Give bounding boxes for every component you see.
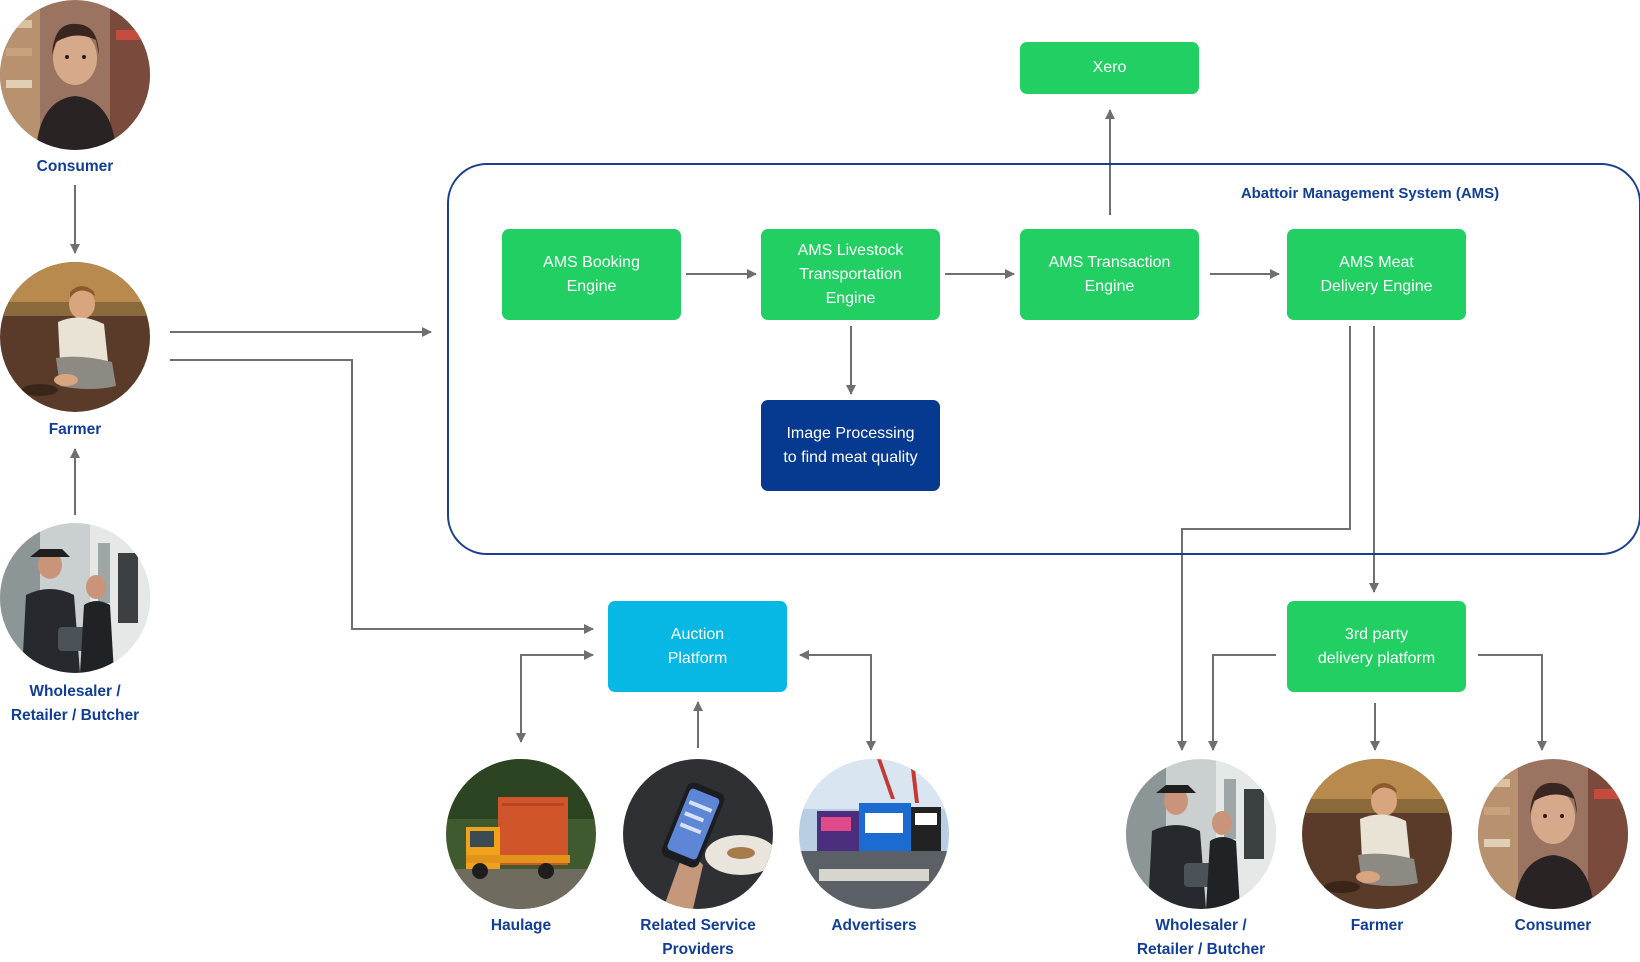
related-service-providers-label: Related Service Providers xyxy=(640,917,756,958)
consumer-left-label: Consumer xyxy=(36,158,114,175)
image-processing-node[interactable]: Image Processing to find meat quality xyxy=(761,400,940,491)
edge-delivery-to-wholesaler xyxy=(1177,326,1351,751)
advertisers-label: Advertisers xyxy=(831,917,917,934)
auction-platform-node[interactable]: Auction Platform xyxy=(608,601,787,692)
farmer-left-label: Farmer xyxy=(48,421,102,438)
ams-transaction-engine-node[interactable]: AMS Transaction Engine xyxy=(1020,229,1199,320)
consumer-right-avatar xyxy=(1478,759,1628,909)
edge-haulage-auction xyxy=(516,650,594,743)
edge-farmer-to-auction xyxy=(170,359,594,634)
haulage-avatar xyxy=(446,759,596,909)
farmer-avatar xyxy=(0,262,150,412)
haulage-label: Haulage xyxy=(490,917,552,934)
wholesaler-avatar xyxy=(0,523,150,673)
consumer-right-label: Consumer xyxy=(1514,917,1592,934)
edge-third-party-to-consumer xyxy=(1478,654,1547,751)
farmer-right-avatar xyxy=(1302,759,1452,909)
related-service-providers-avatar xyxy=(623,759,773,909)
wholesaler-right-label: Wholesaler / Retailer / Butcher xyxy=(1136,917,1266,958)
xero-node[interactable]: Xero xyxy=(1020,42,1199,94)
ams-meat-delivery-engine-node[interactable]: AMS Meat Delivery Engine xyxy=(1287,229,1466,320)
edge-third-party-to-wholesaler xyxy=(1208,654,1276,751)
ams-title: Abattoir Management System (AMS) xyxy=(1240,185,1500,202)
edge-advertisers-auction xyxy=(799,650,876,751)
third-party-delivery-platform-node[interactable]: 3rd party delivery platform xyxy=(1287,601,1466,692)
ams-booking-engine-node[interactable]: AMS Booking Engine xyxy=(502,229,681,320)
advertisers-avatar xyxy=(799,759,949,909)
farmer-right-label: Farmer xyxy=(1350,917,1404,934)
ams-livestock-transportation-engine-node[interactable]: AMS Livestock Transportation Engine xyxy=(761,229,940,320)
wholesaler-right-avatar xyxy=(1126,759,1276,909)
consumer-avatar xyxy=(0,0,150,150)
ams-boundary xyxy=(447,163,1640,555)
wholesaler-left-label: Wholesaler / Retailer / Butcher xyxy=(10,683,140,724)
